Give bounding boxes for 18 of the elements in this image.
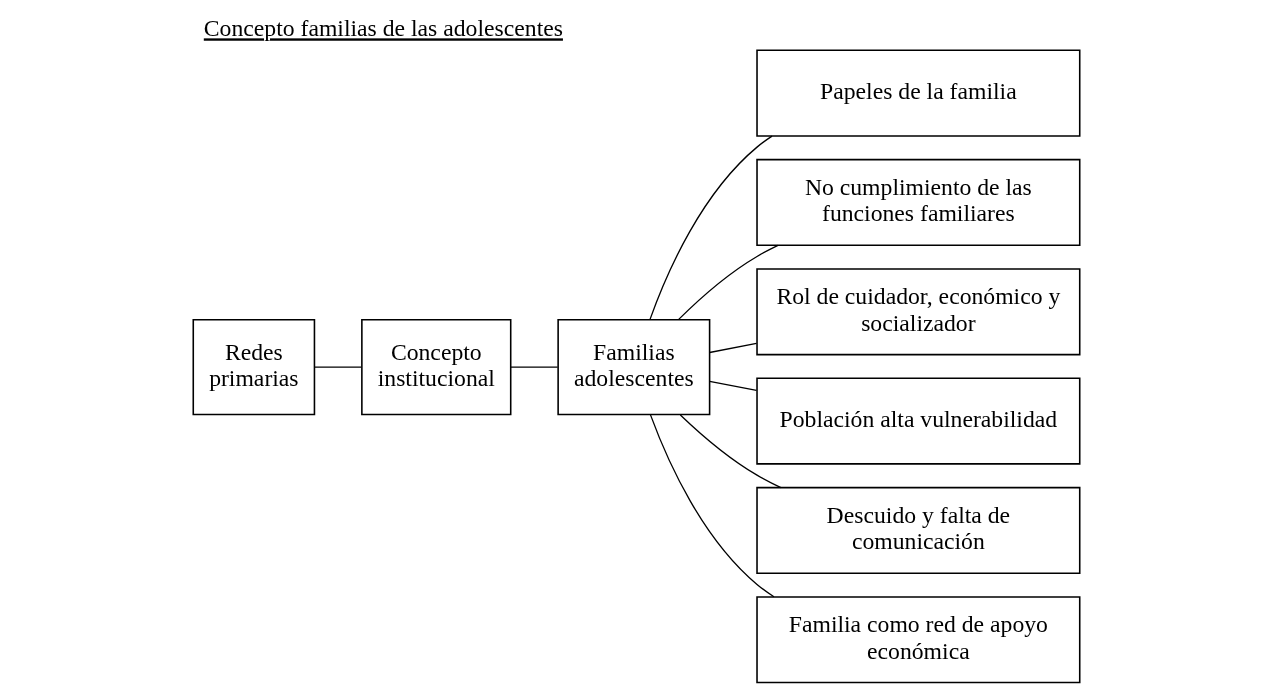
connector: [313, 366, 362, 368]
connector: [677, 244, 779, 321]
node-box: Concepto institucional: [360, 318, 511, 416]
node-box: Población alta vulnerabilidad: [755, 377, 1080, 465]
node-box: Familia como red de apoyo económica: [755, 596, 1080, 684]
node-box: No cumplimiento de las funciones familiares: [755, 158, 1080, 247]
node-box: Redes primarias: [192, 318, 315, 416]
node-box: Papeles de la familia: [755, 49, 1080, 137]
node-box: Familias adolescentes: [556, 318, 710, 416]
connector: [679, 414, 782, 489]
node-box: Descuido y falta de comunicación: [755, 486, 1080, 575]
connector: [708, 342, 757, 354]
diagram-title: Concepto familias de las adolescentes: [203, 15, 563, 42]
connector: [509, 366, 558, 368]
connector: [648, 135, 773, 321]
connector: [708, 380, 757, 391]
node-box: Rol de cuidador, económico y socializador: [755, 268, 1080, 356]
connector: [649, 414, 775, 598]
